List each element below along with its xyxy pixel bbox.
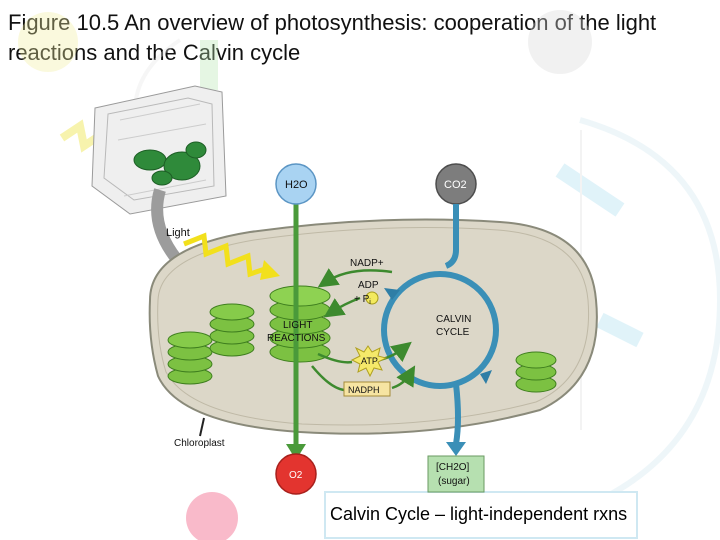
granum-left-1 — [167, 331, 213, 385]
slide-caption: Calvin Cycle – light-independent rxns — [330, 504, 628, 524]
atp-burst — [350, 345, 388, 378]
calvin-cycle-label-2: CYCLE — [436, 327, 470, 338]
sugar-output-arrow — [453, 383, 461, 445]
calvin-cycle-ring — [381, 271, 499, 389]
sugar-label-2: (sugar) — [438, 476, 470, 487]
faded-pink-circle — [186, 492, 238, 540]
chloroplast-pointer — [199, 417, 205, 437]
nadph-arrow — [311, 366, 410, 392]
o2-label: O2 — [289, 470, 303, 481]
figure-title: Figure 10.5 An overview of photosynthesi… — [8, 10, 657, 65]
h2o-molecule — [275, 163, 317, 205]
caption-frame — [324, 491, 638, 539]
phosphate-marker — [365, 291, 379, 305]
pi-label: + Pi — [354, 294, 371, 306]
o2-molecule — [275, 453, 317, 495]
chloroplast-label: Chloroplast — [174, 438, 225, 449]
adp-arrow — [323, 296, 361, 318]
light-reactions-label-1: LIGHT — [283, 320, 312, 331]
adp-label: ADP — [358, 280, 379, 291]
faded-background-decor — [18, 10, 720, 503]
light-label: Light — [166, 227, 190, 239]
calvin-cycle-label-1: CALVIN — [436, 314, 471, 325]
sugar-label-1: [CH2O] — [436, 462, 470, 473]
co2-label: CO2 — [444, 179, 467, 191]
granum-right — [515, 351, 557, 393]
atp-label: ATP — [361, 356, 378, 366]
nadph-box — [343, 381, 391, 397]
granum-left-2 — [209, 303, 255, 357]
h2o-label: H2O — [285, 179, 308, 191]
light-reactions-label-2: REACTIONS — [267, 333, 326, 344]
leaf-cell-inset — [91, 85, 227, 215]
granum-center — [269, 285, 331, 363]
co2-input-arrow — [444, 204, 459, 269]
light-ray — [183, 232, 269, 278]
nadp-plus-label: NADP+ — [350, 258, 384, 269]
nadph-label: NADPH — [348, 385, 380, 395]
sugar-box — [427, 455, 485, 493]
nadp-arrow — [317, 268, 393, 288]
